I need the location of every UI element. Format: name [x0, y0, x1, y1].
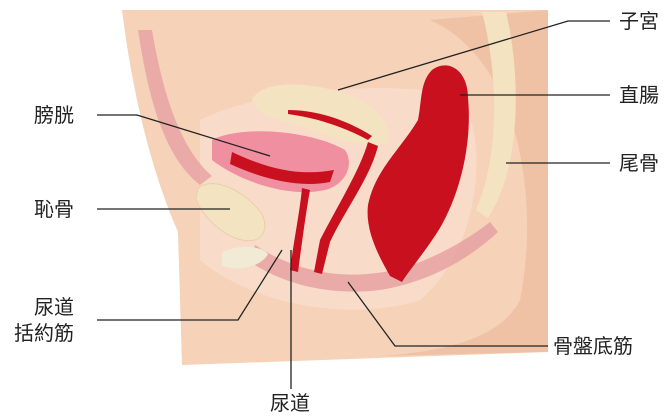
label-rectum: 直腸	[619, 84, 659, 107]
label-coccyx: 尾骨	[619, 152, 659, 175]
label-bladder: 膀胱	[34, 104, 74, 127]
label-uterus: 子宮	[619, 10, 659, 33]
label-urethral-sphincter-line2: 括約筋	[14, 322, 74, 345]
label-urethral-sphincter-line1: 尿道	[34, 296, 74, 319]
label-urethra: 尿道	[270, 392, 310, 415]
label-pelvic-floor-muscle: 骨盤底筋	[553, 335, 633, 358]
label-pubic-bone: 恥骨	[34, 198, 74, 221]
